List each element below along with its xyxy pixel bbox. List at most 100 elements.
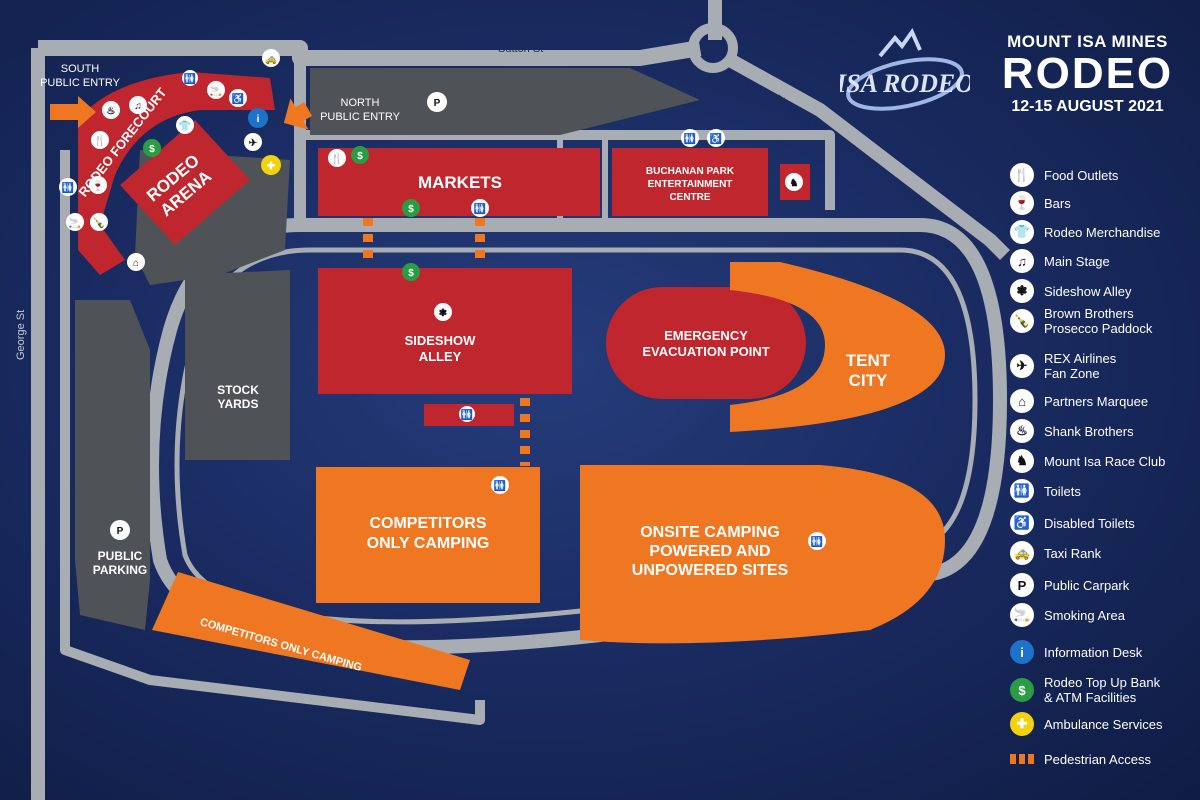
svg-text:P: P xyxy=(117,526,124,537)
north-entry-label-1: NORTH xyxy=(341,97,380,109)
smoking-icon: 🚬 xyxy=(207,81,225,99)
toilet-icon: 🚻 xyxy=(681,129,699,147)
svg-text:$: $ xyxy=(408,204,414,215)
rodeo-forecourt-zone xyxy=(78,72,275,275)
svg-text:🚻: 🚻 xyxy=(494,479,506,492)
competitors-strip-zone xyxy=(152,572,470,690)
legend-label: Mount Isa Race Club xyxy=(1044,453,1166,469)
north-entry-arrow xyxy=(283,98,313,130)
dollar-icon: $ xyxy=(402,263,420,281)
south-entry-arrow xyxy=(50,96,96,128)
svg-text:♫: ♫ xyxy=(134,101,142,112)
event-dates: 12-15 AUGUST 2021 xyxy=(1011,98,1164,115)
legend-item: ♨Shank Brothers xyxy=(1010,416,1200,446)
onsite-label-1: ONSITE CAMPING xyxy=(640,524,780,541)
george-street-label: George St xyxy=(15,310,27,360)
bottle-icon: 🍾 xyxy=(90,213,108,231)
svg-text:♞: ♞ xyxy=(790,178,799,189)
taxi-icon: 🚕 xyxy=(1010,541,1034,565)
emergency-evacuation-zone xyxy=(606,287,806,399)
wheelchair-icon: ♿ xyxy=(229,89,247,107)
toilet-icon: 🚻 xyxy=(491,476,509,494)
food-icon: 🍴 xyxy=(328,149,346,167)
ambulance-icon: ✚ xyxy=(261,155,281,175)
legend-label: Partners Marquee xyxy=(1044,393,1149,409)
parking-icon: P xyxy=(1010,573,1034,597)
buchanan-park-zone xyxy=(612,148,768,216)
ferris-wheel-icon: ❃ xyxy=(434,303,452,321)
bbq-icon: ♨ xyxy=(1010,419,1034,443)
svg-text:🚻: 🚻 xyxy=(474,202,486,215)
toilet-icon: 🚻 xyxy=(59,178,77,196)
logo-text: ISA RODEO xyxy=(840,69,970,98)
legend-label: Pedestrian Access xyxy=(1044,751,1151,767)
red-zones xyxy=(78,72,810,426)
bar-icon: 🍷 xyxy=(89,176,107,194)
public-parking-zone xyxy=(75,300,150,630)
legend-item: 🚕 Taxi Rank xyxy=(1010,538,1200,568)
food-icon: 🍴 xyxy=(91,131,109,149)
legend-label: Food Outlets xyxy=(1044,167,1119,183)
wheelchair-icon: ♿ xyxy=(707,129,725,147)
isa-rodeo-logo: ISA RODEO xyxy=(840,27,970,111)
tent-city-zone xyxy=(730,262,945,432)
legend-item: ♫Main Stage xyxy=(1010,246,1200,276)
legend-label: Toilets xyxy=(1044,483,1081,499)
onsite-label-2: POWERED AND xyxy=(649,543,770,560)
toilet-icon: 🚻 xyxy=(471,199,489,217)
roundabout xyxy=(688,23,738,73)
legend-label: Taxi Rank xyxy=(1044,545,1102,561)
buchanan-label-3: CENTRE xyxy=(669,192,710,203)
inner-left-road xyxy=(60,150,485,725)
brand-title: RODEO xyxy=(1001,49,1174,98)
legend-item: Pedestrian Access xyxy=(1010,744,1200,774)
legend-label: Sideshow Alley xyxy=(1044,283,1132,299)
pedestrian-access-icon xyxy=(1010,747,1034,771)
legend-item: 🚬Smoking Area xyxy=(1010,600,1200,630)
south-entry-label-1: SOUTH xyxy=(61,63,100,75)
sutton-street-road xyxy=(38,40,702,66)
svg-text:👕: 👕 xyxy=(179,120,191,132)
svg-text:🍾: 🍾 xyxy=(93,216,105,229)
buchanan-label-2: ENTERTAINMENT xyxy=(648,179,733,190)
legend-item: 👕 Rodeo Merchandise xyxy=(1010,217,1200,247)
legend-item: ⌂ Partners Marquee xyxy=(1010,386,1200,416)
dollar-icon: $ xyxy=(1010,678,1034,702)
svg-text:$: $ xyxy=(149,144,155,155)
svg-text:⌂: ⌂ xyxy=(133,258,139,269)
svg-text:P: P xyxy=(434,98,441,109)
svg-text:i: i xyxy=(257,114,260,125)
top-grey-zone xyxy=(310,68,700,135)
house-icon: ⌂ xyxy=(1010,389,1034,413)
competitors-label-2: ONLY CAMPING xyxy=(367,535,490,552)
legend-item: ✚ Ambulance Services xyxy=(1010,709,1200,739)
south-entry-label-2: PUBLIC ENTRY xyxy=(40,77,121,89)
plane-icon: ✈ xyxy=(244,133,262,151)
ambulance-icon: ✚ xyxy=(1010,712,1034,736)
horse-icon: ♞ xyxy=(785,173,803,191)
svg-text:♿: ♿ xyxy=(710,132,722,145)
legend-label: Rodeo Merchandise xyxy=(1044,224,1161,240)
legend-label: Main Stage xyxy=(1044,253,1110,269)
svg-text:♨: ♨ xyxy=(107,106,116,117)
ferris-wheel-icon: ❃ xyxy=(1010,279,1034,303)
merch-icon: 👕 xyxy=(1010,220,1034,244)
legend-item: ❃ Sideshow Alley xyxy=(1010,276,1200,306)
brand-header: ISA RODEO MOUNT ISA MINES RODEO 12-15 AU… xyxy=(840,18,1190,138)
onsite-label-3: UNPOWERED SITES xyxy=(632,562,789,579)
svg-text:🚻: 🚻 xyxy=(184,72,196,85)
legend-label: Smoking Area xyxy=(1044,607,1125,623)
bbq-icon: ♨ xyxy=(102,101,120,119)
svg-text:🚻: 🚻 xyxy=(684,132,696,145)
svg-text:🚻: 🚻 xyxy=(62,181,74,194)
parking-icon: P xyxy=(110,520,130,540)
toilet-icon: 🚻 xyxy=(1010,479,1034,503)
simpson-street-road xyxy=(726,53,1010,260)
svg-text:🍴: 🍴 xyxy=(94,134,106,147)
legend-label: Ambulance Services xyxy=(1044,716,1163,732)
dollar-icon: $ xyxy=(402,199,420,217)
info-icon: i xyxy=(248,108,268,128)
pedestrian-access-paths xyxy=(363,218,530,466)
